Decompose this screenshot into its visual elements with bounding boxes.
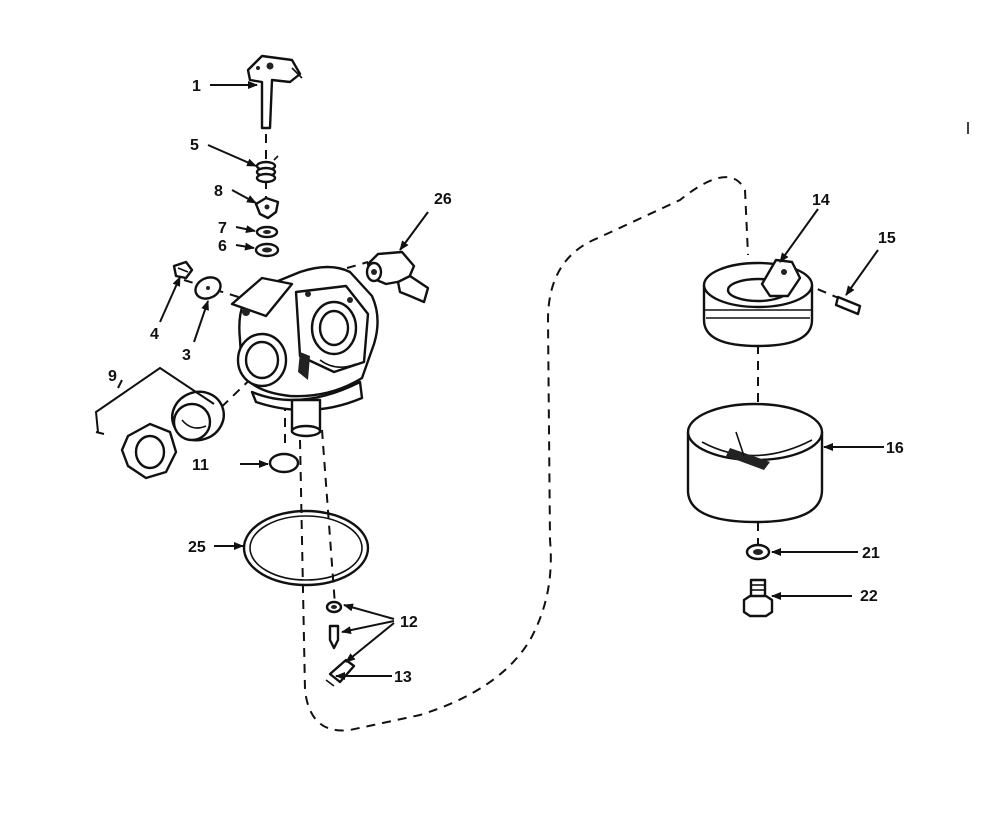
part-throttle-plate xyxy=(194,276,222,300)
part-float-bowl xyxy=(686,402,824,524)
callout-7: 7 xyxy=(218,220,227,237)
callout-16: 16 xyxy=(886,440,904,457)
part-bowl-gasket xyxy=(242,509,370,587)
callout-13: 13 xyxy=(394,669,412,686)
part-primer-bulb xyxy=(171,390,225,442)
part-bowl-nut-washer xyxy=(745,543,771,561)
part-clip xyxy=(254,196,280,220)
callout-8: 8 xyxy=(214,183,223,200)
callout-4: 4 xyxy=(150,326,159,343)
part-screw-4 xyxy=(172,260,194,280)
part-washer-7 xyxy=(255,225,279,239)
callout-15: 15 xyxy=(878,230,896,247)
part-float-pin xyxy=(834,295,862,316)
callout-26: 26 xyxy=(434,191,452,208)
part-primer-retainer xyxy=(120,422,178,480)
part-carburetor-body xyxy=(230,265,379,438)
leader-lines xyxy=(94,81,884,680)
callout-14: 14 xyxy=(812,192,830,209)
callout-22: 22 xyxy=(860,588,878,605)
part-inlet-needle-seat xyxy=(325,600,343,650)
part-needle-clip xyxy=(325,658,356,687)
callout-labels: 1 5 8 7 6 4 3 9 11 25 12 13 26 14 15 16 … xyxy=(108,78,904,686)
callout-21: 21 xyxy=(862,545,880,562)
part-welch-plug xyxy=(268,452,300,474)
callout-9: 9 xyxy=(108,368,117,385)
part-spring xyxy=(255,155,279,184)
callout-6: 6 xyxy=(218,238,227,255)
part-bowl-nut xyxy=(742,578,774,618)
part-fuel-fitting xyxy=(365,250,430,304)
callout-1: 1 xyxy=(192,78,201,95)
part-throttle-lever xyxy=(246,54,303,130)
part-seal-6 xyxy=(254,242,280,258)
callout-25: 25 xyxy=(188,539,206,556)
callout-12: 12 xyxy=(400,614,418,631)
callout-5: 5 xyxy=(190,137,199,154)
callout-3: 3 xyxy=(182,347,191,364)
callout-11: 11 xyxy=(192,457,209,474)
part-float xyxy=(702,258,814,348)
